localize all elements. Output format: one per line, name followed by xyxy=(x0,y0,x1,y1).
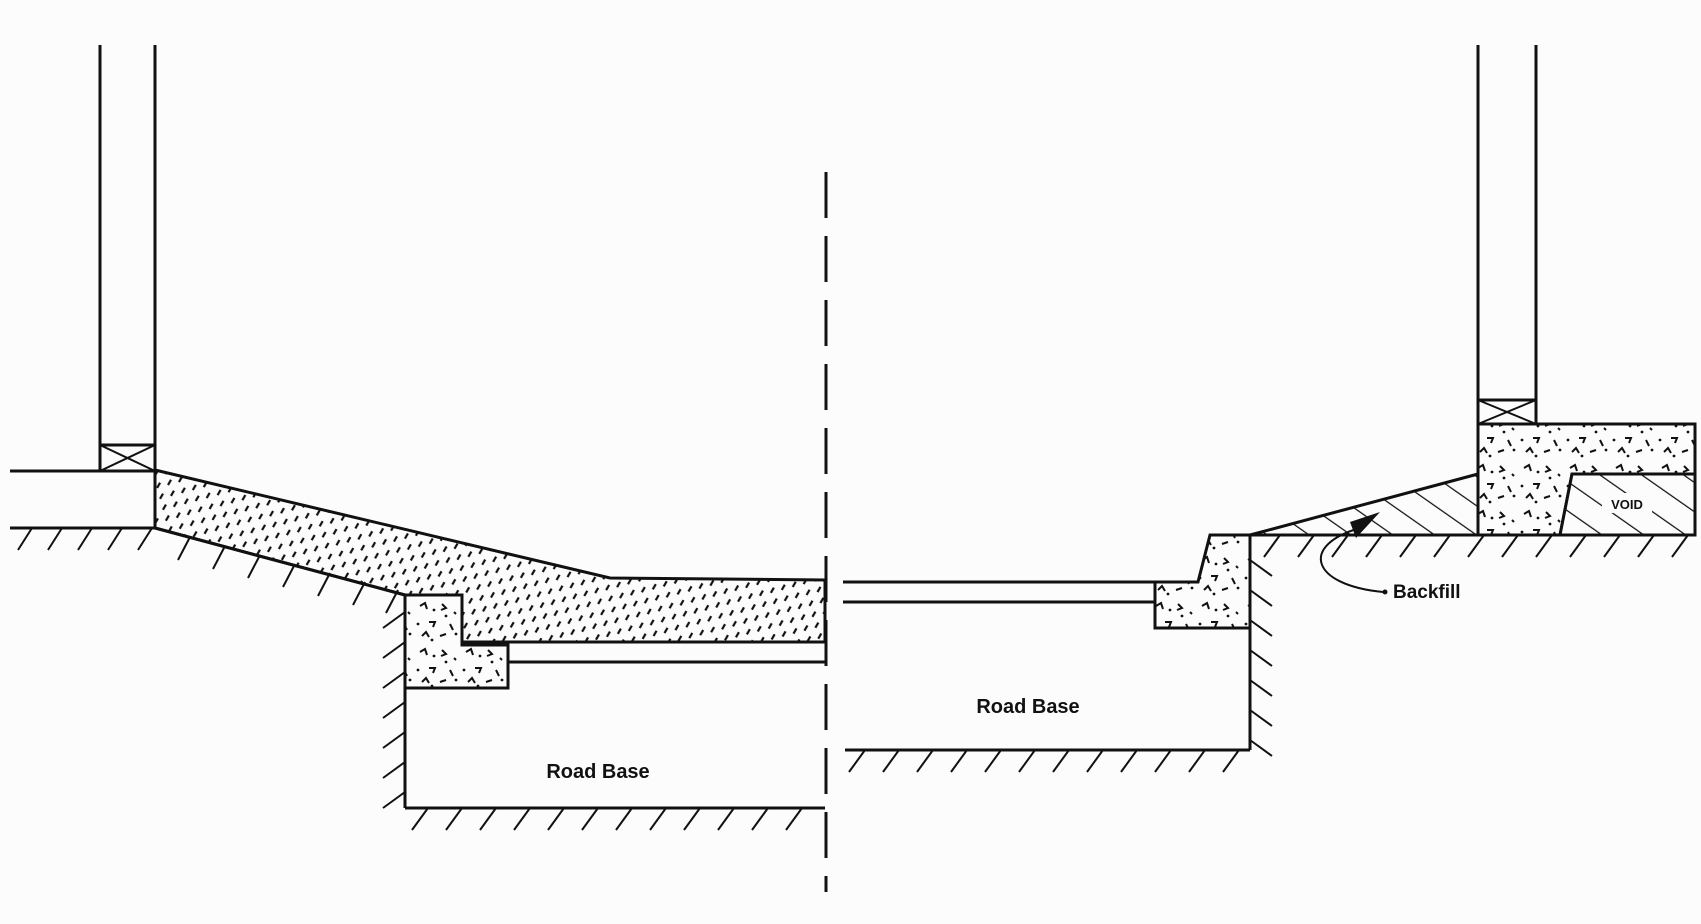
left-road-base-label: Road Base xyxy=(546,761,649,783)
left-section: Road Base xyxy=(10,45,827,831)
left-road-bottom-hatch xyxy=(411,807,803,831)
left-ground-hatch xyxy=(17,527,153,551)
slope-base-line xyxy=(154,526,406,597)
backfill-arrow-curve xyxy=(1319,527,1384,593)
backfill-label: Backfill xyxy=(1393,582,1461,603)
right-sill-cross-icon xyxy=(1476,398,1538,426)
slope-ground-hatch xyxy=(177,536,399,614)
void-label: VOID xyxy=(1611,497,1643,512)
left-road-side-hatch xyxy=(382,611,406,809)
backfill-arrowhead-icon xyxy=(1350,512,1380,538)
left-sill-cross-icon xyxy=(98,443,157,473)
right-road-bottom-hatch xyxy=(848,749,1240,773)
right-ground-hatch xyxy=(1263,534,1689,558)
right-road-base-label: Road Base xyxy=(976,696,1079,718)
backfill-arrow-dot xyxy=(1382,589,1388,595)
right-road-side-hatch xyxy=(1249,559,1273,757)
void-label-bg xyxy=(1602,493,1652,513)
right-concrete-kerb-block xyxy=(1153,533,1252,630)
right-section: Road Base xyxy=(843,45,1697,773)
